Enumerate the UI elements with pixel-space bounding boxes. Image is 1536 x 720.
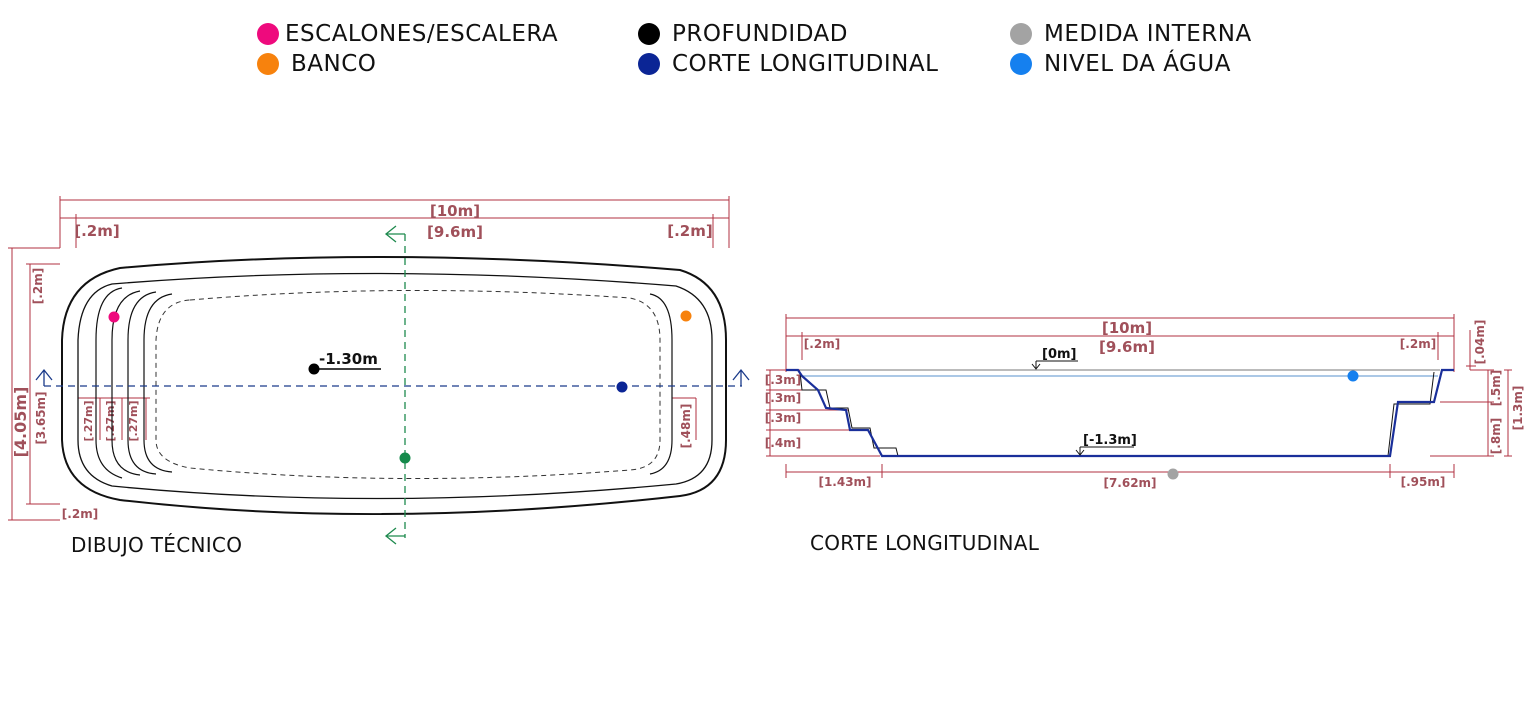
plan-bottom-margin: [.2m] [62,507,98,521]
bottom-level-icon [1075,449,1085,456]
transversal-section-arrows [384,225,405,545]
pool-floor-dashed [155,289,661,480]
section-step-h3: [.3m] [765,411,801,425]
legend-label-depth: PROFUNDIDAD [672,21,848,47]
plan-inner-length: [9.6m] [427,223,483,241]
plan-step-3: [.27m] [127,400,140,441]
section-inner-profile [799,371,1435,457]
legend-label-bench: BANCO [291,51,377,77]
section-step-h4: [.4m] [765,436,801,450]
top-level-icon [1031,363,1041,370]
section-right-h2: [.8m] [1489,418,1503,454]
steps-color-dot [257,23,279,45]
section-right-margin: [.2m] [1400,337,1436,351]
section-caption: CORTE LONGITUDINAL [810,531,1040,555]
section-right-h1: [.5m] [1489,370,1503,406]
section-rim: [.04m] [1473,320,1487,365]
legend-label-section: CORTE LONGITUDINAL [672,51,939,77]
plan-depth-label: -1.30m [319,350,378,368]
plan-inner-width: [3.65m] [34,391,48,444]
legend-item-internal: MEDIDA INTERNA [1010,21,1252,47]
bench-marker [680,310,692,322]
section-marker [616,381,628,393]
depth-color-dot [638,23,660,45]
section-bottom-left: [1.43m] [818,475,871,489]
section-inner-length: [9.6m] [1099,338,1155,356]
legend-item-depth: PROFUNDIDAD [638,21,848,47]
longitudinal-section-arrows [35,368,750,386]
section-bottom-mid: [7.62m] [1103,476,1156,490]
section-dimension-lines [766,314,1512,478]
water-color-dot [1010,53,1032,75]
plan-view: [10m] [9.6m] [.2m] [.2m] [4.05m] [3.65m]… [8,196,750,545]
plan-step-1: [.27m] [82,400,95,441]
plan-total-length: [10m] [430,202,480,220]
steps-marker [108,311,120,323]
plan-bench: [.48m] [679,404,693,449]
legend-item-water: NIVEL DA ÁGUA [1010,51,1231,77]
transversal-marker [399,452,411,464]
plan-steps [95,287,673,479]
legend-item-steps: ESCALONES/ESCALERA [257,21,558,47]
legend-label-internal: MEDIDA INTERNA [1044,21,1252,47]
water-level-marker [1347,370,1359,382]
section-top-level: [0m] [1042,347,1076,362]
section-step-h1: [.3m] [765,373,801,387]
pool-outer-outline [61,256,727,516]
legend-label-steps: ESCALONES/ESCALERA [285,21,559,47]
section-total-length: [10m] [1102,319,1152,337]
internal-measure-marker [1167,468,1179,480]
plan-left-margin: [.2m] [74,222,119,240]
section-bottom-right: [.95m] [1401,475,1446,489]
plan-top-margin: [.2m] [31,268,45,304]
bench-color-dot [257,53,279,75]
section-step-h2: [.3m] [765,391,801,405]
legend-label-water: NIVEL DA ÁGUA [1044,51,1231,77]
section-view: [10m] [9.6m] [.2m] [.2m] [.04m] [.3m] [.… [765,314,1525,490]
internal-color-dot [1010,23,1032,45]
plan-total-width: [4.05m] [11,387,30,458]
section-left-margin: [.2m] [804,337,840,351]
section-bottom-level: [-1.3m] [1083,433,1137,448]
section-right-total: [1.3m] [1511,386,1525,431]
section-pool-profile [786,368,1454,458]
plan-step-2: [.27m] [104,400,117,441]
pool-inner-outline [77,272,713,500]
section-color-dot [638,53,660,75]
legend-item-bench: BANCO [257,51,376,77]
plan-caption: DIBUJO TÉCNICO [71,533,243,557]
legend-item-section: CORTE LONGITUDINAL [638,51,938,77]
plan-right-margin: [.2m] [667,222,712,240]
